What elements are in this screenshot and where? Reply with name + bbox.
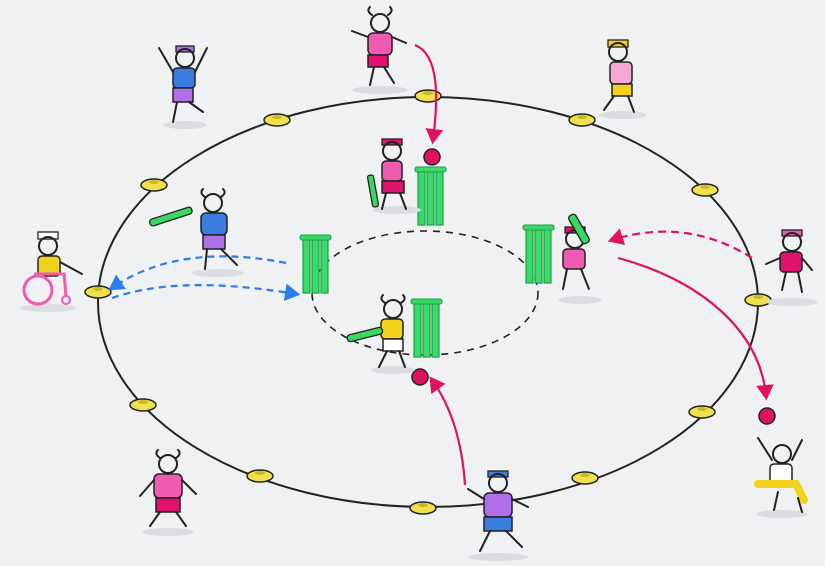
player-center-batter (346, 294, 415, 374)
marker-cone-icon (571, 471, 599, 485)
cricket-ball-icon (423, 148, 441, 166)
player-bottom-left (139, 449, 197, 536)
wicket-right (522, 224, 555, 284)
marker-cone-icon (263, 113, 291, 127)
marker-cone-icon (409, 501, 437, 515)
marker-cone-icon (246, 469, 274, 483)
marker-cone-icon (568, 113, 596, 127)
inner-dashed-circle (311, 230, 539, 356)
player-top-batter (366, 138, 421, 214)
player-top-bowler (351, 6, 408, 94)
wicket-left (299, 234, 332, 294)
balls (411, 148, 776, 425)
cricket-ball-icon (411, 368, 429, 386)
marker-cone-icon (691, 183, 719, 197)
player-top-left (158, 45, 208, 129)
run-arrow-lower (111, 283, 301, 301)
player-left-batter (148, 188, 244, 277)
wicket-bottom (410, 298, 443, 358)
movement-arrows (108, 43, 774, 486)
player-bottom-right-catcher (754, 437, 808, 518)
player-right-batter (558, 213, 602, 304)
marker-cone-icon (84, 285, 112, 299)
wheelchair-icon (22, 272, 71, 306)
hit-arrow-right (617, 256, 774, 401)
throw-arrow-top (414, 43, 444, 145)
player-top-right (599, 39, 647, 119)
cricket-ball-icon (758, 407, 776, 425)
marker-cone-icon (744, 293, 772, 307)
marker-cone-icon (688, 405, 716, 419)
player-bottom-fielder (467, 470, 529, 561)
run-arrow-upper (108, 255, 287, 291)
wicket-top (414, 166, 447, 226)
throw-arrow-bottom (429, 376, 467, 486)
player-right-fielder (765, 229, 818, 306)
wickets (299, 166, 555, 358)
marker-cone-icon (129, 398, 157, 412)
boundary-cones (84, 89, 772, 515)
players (20, 6, 818, 561)
marker-cone-icon (414, 89, 442, 103)
throw-arrow-right-dashed (607, 228, 753, 259)
player-wheelchair (20, 231, 83, 312)
marker-cone-icon (140, 178, 168, 192)
